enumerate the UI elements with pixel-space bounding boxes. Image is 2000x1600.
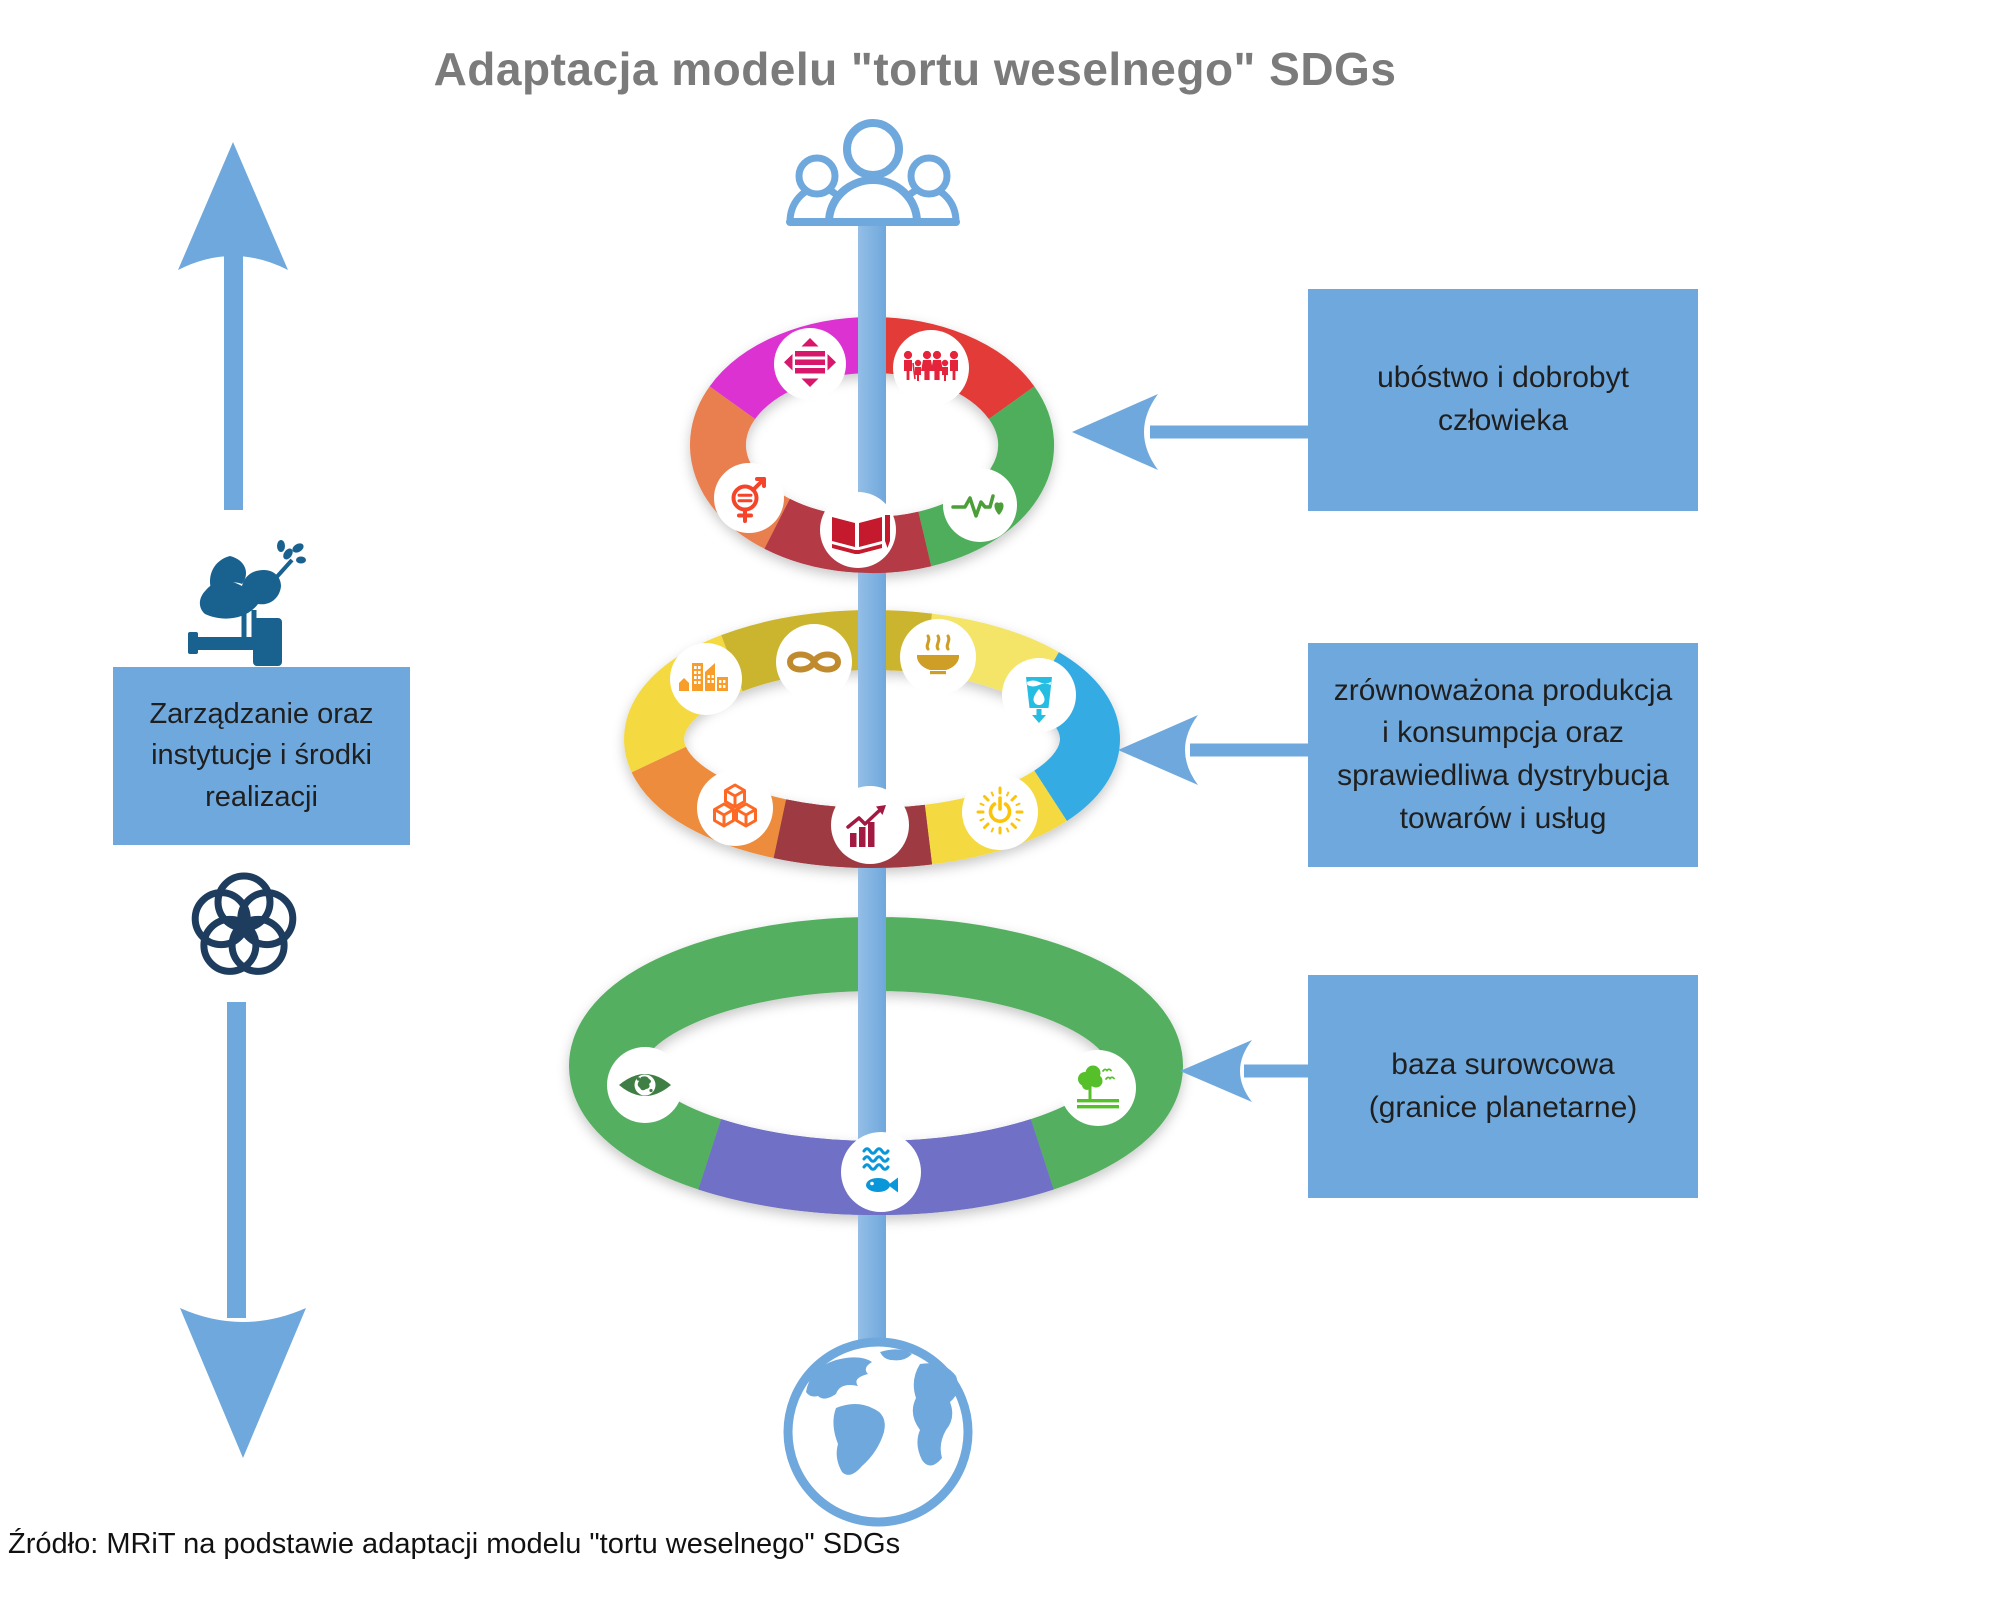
callout-arrows [1072,394,1308,1102]
industry-innovation-icon [713,783,757,828]
up-arrow-shaft [224,252,243,510]
clean-energy-icon [976,786,1024,835]
life-below-water-icon [862,1147,898,1193]
down-arrow-shaft [227,1002,246,1318]
globe-icon [783,1337,973,1527]
left-axis-arrows [178,142,306,1458]
zero-hunger-icon [916,634,960,675]
callout-arrow-2-icon [1118,715,1198,785]
people-group-icon [786,119,960,226]
up-arrow-icon [178,142,288,270]
callout-economy-layer: zrównoważona produkcja i konsumpcja oraz… [1308,643,1698,867]
responsible-consumption-icon [786,651,842,673]
family-poverty-icon [903,350,959,381]
sustainable-cities-icon [679,663,728,691]
callout-social-layer: ubóstwo i dobrobyt człowieka [1308,289,1698,511]
callout-arrow-3-icon [1180,1040,1252,1102]
life-on-land-icon [1077,1065,1119,1109]
clean-water-icon [1026,677,1052,723]
callout-biosphere-layer: baza surowcowa (granice planetarne) [1308,975,1698,1198]
climate-action-icon [619,1074,671,1096]
good-health-icon [951,494,1004,518]
source-note: Źródło: MRiT na podstawie adaptacji mode… [8,1528,901,1560]
quality-education-icon [832,515,890,554]
peace-justice-icon [188,540,306,666]
gender-equality-icon [731,477,766,523]
page-title: Adaptacja modelu "tortu weselnego" SDGs [433,43,1397,95]
callout-arrow-1-icon [1072,394,1158,470]
governance-label-box: Zarządzanie oraz instytucje i środki rea… [113,667,410,845]
five-circles-flower-icon [191,872,297,975]
reduced-inequalities-icon [784,338,836,387]
down-arrow-icon [180,1308,306,1458]
economic-growth-icon [846,805,886,847]
